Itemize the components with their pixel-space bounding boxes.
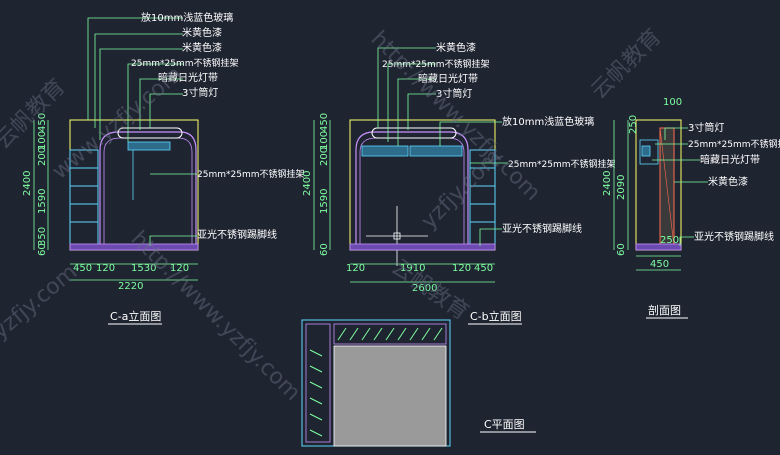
ca-leader [94,33,183,128]
section-view: 3寸筒灯 25mm*25mm不锈钢挂架 暗藏日光灯带 米黄色漆 亚光不锈钢踢脚线… [602,97,780,319]
cb-label-rack: 25mm*25mm不锈钢挂架 [382,58,489,70]
watermark: 云帆教育 [587,24,667,104]
ca-dim: 350 [37,227,48,246]
cb-dim: 450 [474,263,493,274]
section-dim: 250 [628,115,639,134]
cb-glass-panel [409,145,463,157]
section-dim: 100 [663,97,682,108]
elevation-cb: 米黄色漆 25mm*25mm不锈钢挂架 暗藏日光灯带 3寸筒灯 放10mm浅蓝色… [302,41,615,325]
cb-label-skirting: 亚光不锈钢踢脚线 [502,222,582,235]
ca-dim: 1590 [37,189,48,214]
ca-arch-frame [99,131,197,245]
cb-dim: 450 [319,113,330,132]
section-dim-total-height: 2400 [602,171,613,196]
cb-light-box [371,127,457,139]
cb-glass-panel [361,145,409,157]
cb-label-light-strip: 暗藏日光灯带 [418,72,478,85]
ca-dim-total-width: 2220 [118,281,143,292]
ca-label-glass: 放10mm浅蓝色玻璃 [141,11,233,24]
ca-label-rack: 25mm*25mm不锈钢挂架 [131,57,238,69]
cb-skirting [349,243,496,251]
ca-dim: 60 [37,243,48,256]
ca-leader [99,48,183,140]
ca-skirting [69,243,199,251]
cb-label-downlight: 3寸筒灯 [436,87,472,100]
cb-dim: 120 [346,263,365,274]
ca-dim: 120 [96,263,115,274]
section-skirting [635,243,682,251]
ca-dim: 450 [73,263,92,274]
section-label-light-strip: 暗藏日光灯带 [700,153,760,166]
ca-dim: 200 [37,147,48,166]
cb-arch-frame [355,131,469,245]
ca-label-paint: 米黄色漆 [182,26,222,39]
ca-dim: 450 [37,113,48,132]
ca-dim: 120 [170,263,189,274]
plan-floor [333,345,447,447]
plan-top-shelf [333,323,447,345]
section-dim: 2090 [616,175,627,200]
watermark: www.yzfjy.com [48,62,188,185]
ca-leader [87,17,183,120]
ca-label-skirting: 亚光不锈钢踢脚线 [197,228,277,241]
cb-label-rack: 25mm*25mm不锈钢挂架 [508,158,615,170]
ca-label-downlight: 3寸筒灯 [182,86,218,99]
section-leader [679,236,694,246]
plan-left-shelf [305,323,331,443]
elevation-ca: 放10mm浅蓝色玻璃 米黄色漆 米黄色漆 25mm*25mm不锈钢挂架 暗藏日光… [22,11,304,325]
cb-dim: 200 [319,147,330,166]
section-hatch [659,127,675,247]
plan-hangers [309,349,323,437]
cb-title: C-b立面图 [470,309,522,323]
section-dim: 250 [660,235,679,246]
cb-leader [377,47,436,128]
cb-dim: 100 [319,131,330,150]
section-label-skirting: 亚光不锈钢踢脚线 [694,230,774,243]
cb-leader [387,63,436,142]
plan-title: C平面图 [484,418,525,431]
cb-dim-total-height: 2400 [302,171,313,196]
cb-leader [407,93,436,130]
ca-leader [149,93,183,128]
plan-view: C平面图 [301,319,536,447]
section-light-strip [641,145,651,157]
cb-label-glass: 放10mm浅蓝色玻璃 [502,115,594,128]
cb-crosshair-box [393,232,401,240]
section-label-rack: 25mm*25mm不锈钢挂架 [688,138,780,150]
cb-dim: 1910 [400,263,425,274]
cb-dim: 120 [452,263,471,274]
section-leader [664,127,688,140]
cb-leader [397,78,436,146]
ca-dim: 100 [37,131,48,150]
section-dim: 60 [616,243,627,256]
cb-label-paint: 米黄色漆 [436,41,476,54]
ca-leader [149,235,197,246]
watermark: 云帆教育 [0,74,70,154]
cb-dim: 1590 [319,189,330,214]
section-light-box [639,139,659,165]
ca-title: C-a立面图 [110,309,161,323]
watermark: yzfjy.com [0,260,82,345]
section-dim-width: 450 [650,259,669,270]
section-label-downlight: 3寸筒灯 [688,121,724,134]
ca-light-strip [127,141,171,151]
ca-label-light-strip: 暗藏日光灯带 [158,71,218,84]
section-title: 剖面图 [648,303,681,317]
cb-dim: 60 [319,243,330,256]
ca-label-paint: 米黄色漆 [182,41,222,54]
cb-dim-total-width: 2600 [412,283,437,294]
cb-leader [439,121,502,146]
cb-leader [479,228,502,246]
ca-arch-inner [103,137,193,245]
ca-dim-total-height: 2400 [22,171,33,196]
ca-leader [139,78,183,130]
ca-label-rack: 25mm*25mm不锈钢挂架 [197,168,304,180]
plan-hangers [337,327,443,341]
ca-dim: 1530 [131,263,156,274]
ca-leader [127,63,183,142]
section-label-paint: 米黄色漆 [708,175,748,188]
